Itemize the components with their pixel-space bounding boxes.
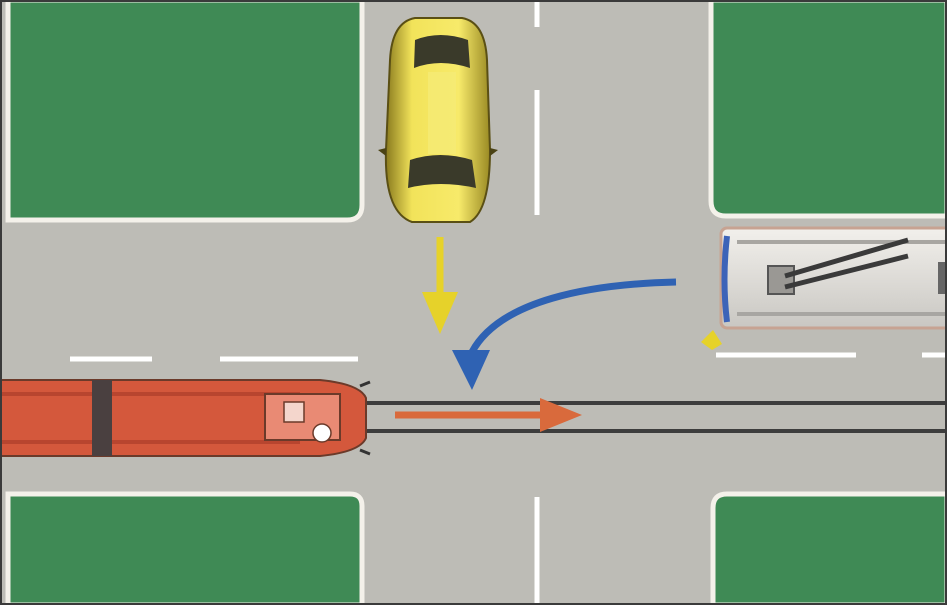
- turn-signal-light: [701, 330, 722, 350]
- grass-block-bottom-right: [710, 491, 947, 605]
- tram-coupling: [92, 380, 112, 456]
- grass-block-top-left: [5, 0, 365, 223]
- car-windshield: [408, 155, 476, 188]
- grass-block-top-right: [708, 0, 947, 219]
- tram: [0, 379, 371, 457]
- trolleybus: [701, 226, 947, 350]
- tram-direction-arrow: [395, 398, 582, 432]
- lane-markings: [70, 0, 947, 605]
- car-direction-arrow: [422, 237, 458, 334]
- trolleybus-direction-arrow: [452, 278, 677, 390]
- car-rear-window: [414, 35, 470, 68]
- car: [378, 17, 498, 223]
- grass-block-bottom-left: [5, 491, 365, 605]
